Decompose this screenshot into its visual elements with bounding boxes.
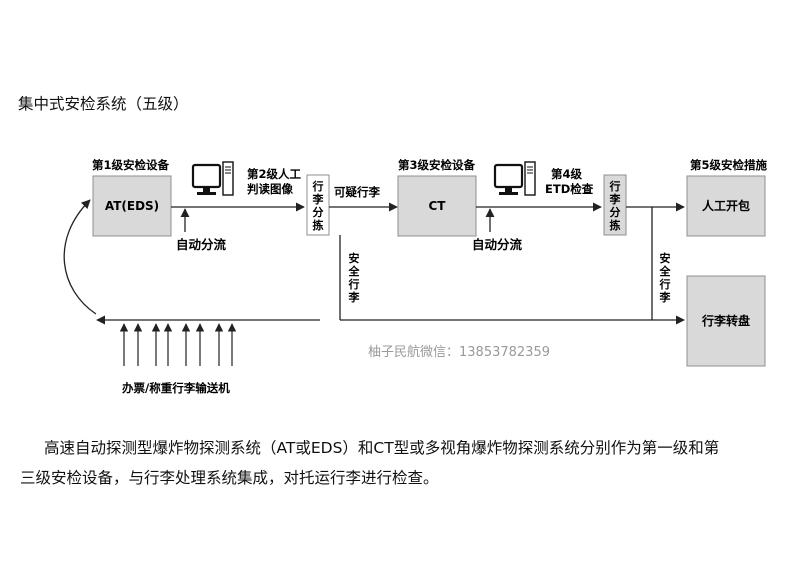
- level2-label-line2: 判读图像: [247, 182, 293, 196]
- description-paragraph: 高速自动探测型爆炸物探测系统（AT或EDS）和CT型或多视角爆炸物探测系统分别作…: [20, 433, 772, 493]
- level5-box-label: 人工开包: [702, 198, 750, 213]
- level1-box-label: AT(EDS): [105, 199, 159, 213]
- safe1-char: 李: [348, 290, 361, 304]
- computer-icon: [191, 161, 234, 196]
- carousel-label: 行李转盘: [701, 313, 750, 328]
- auto-divert-label-1: 自动分流: [176, 237, 227, 252]
- curved-feed-arrow: [63, 199, 97, 315]
- suspect-label: 可疑行李: [334, 185, 380, 199]
- paragraph-line: 三级安检设备，与行李处理系统集成，对托运行李进行检查。: [20, 469, 439, 487]
- safe1-char: 安: [349, 251, 360, 265]
- safe2-char: 全: [659, 264, 672, 278]
- sorter2-char: 拣: [610, 218, 621, 232]
- sorter1-char: 行: [312, 179, 324, 193]
- level1-box: [92, 175, 172, 237]
- watermark-text: 柚子民航微信：13853782359: [368, 344, 550, 360]
- safe1-char: 全: [348, 264, 361, 278]
- sorter1-char: 李: [312, 192, 325, 206]
- sorter1-box: [306, 174, 330, 236]
- computer-icon: [493, 161, 536, 196]
- safe2-char: 李: [659, 290, 672, 304]
- level3-box: [397, 175, 477, 237]
- safe2-char: 行: [659, 277, 671, 291]
- level4-label-line1: 第4级: [551, 167, 583, 181]
- level5-caption: 第5级安检措施: [690, 158, 768, 172]
- level4-label-line2: ETD检查: [545, 182, 594, 196]
- sorter1-char: 拣: [313, 218, 324, 232]
- level3-caption: 第3级安检设备: [398, 158, 476, 172]
- safe1-char: 行: [348, 277, 360, 291]
- checkin-feed-arrows: [119, 323, 237, 366]
- level2-label-line1: 第2级人工: [247, 167, 302, 181]
- auto-divert-label-2: 自动分流: [472, 237, 523, 252]
- level1-caption: 第1级安检设备: [92, 158, 170, 172]
- sorter2-char: 行: [609, 179, 621, 193]
- page-title: 集中式安检系统（五级）: [18, 95, 189, 113]
- carousel-box: [686, 275, 766, 367]
- level3-box-label: CT: [429, 199, 447, 213]
- sorter2-char: 李: [609, 192, 622, 206]
- paragraph-line: 高速自动探测型爆炸物探测系统（AT或EDS）和CT型或多视角爆炸物探测系统分别作…: [44, 439, 720, 457]
- sorter1-char: 分: [313, 205, 324, 219]
- conveyor-label: 办票/称重行李输送机: [122, 381, 230, 395]
- sorter2-char: 分: [610, 205, 621, 219]
- safe2-char: 安: [660, 251, 671, 265]
- sorter2-box: [603, 174, 627, 236]
- level5-box: [686, 175, 766, 237]
